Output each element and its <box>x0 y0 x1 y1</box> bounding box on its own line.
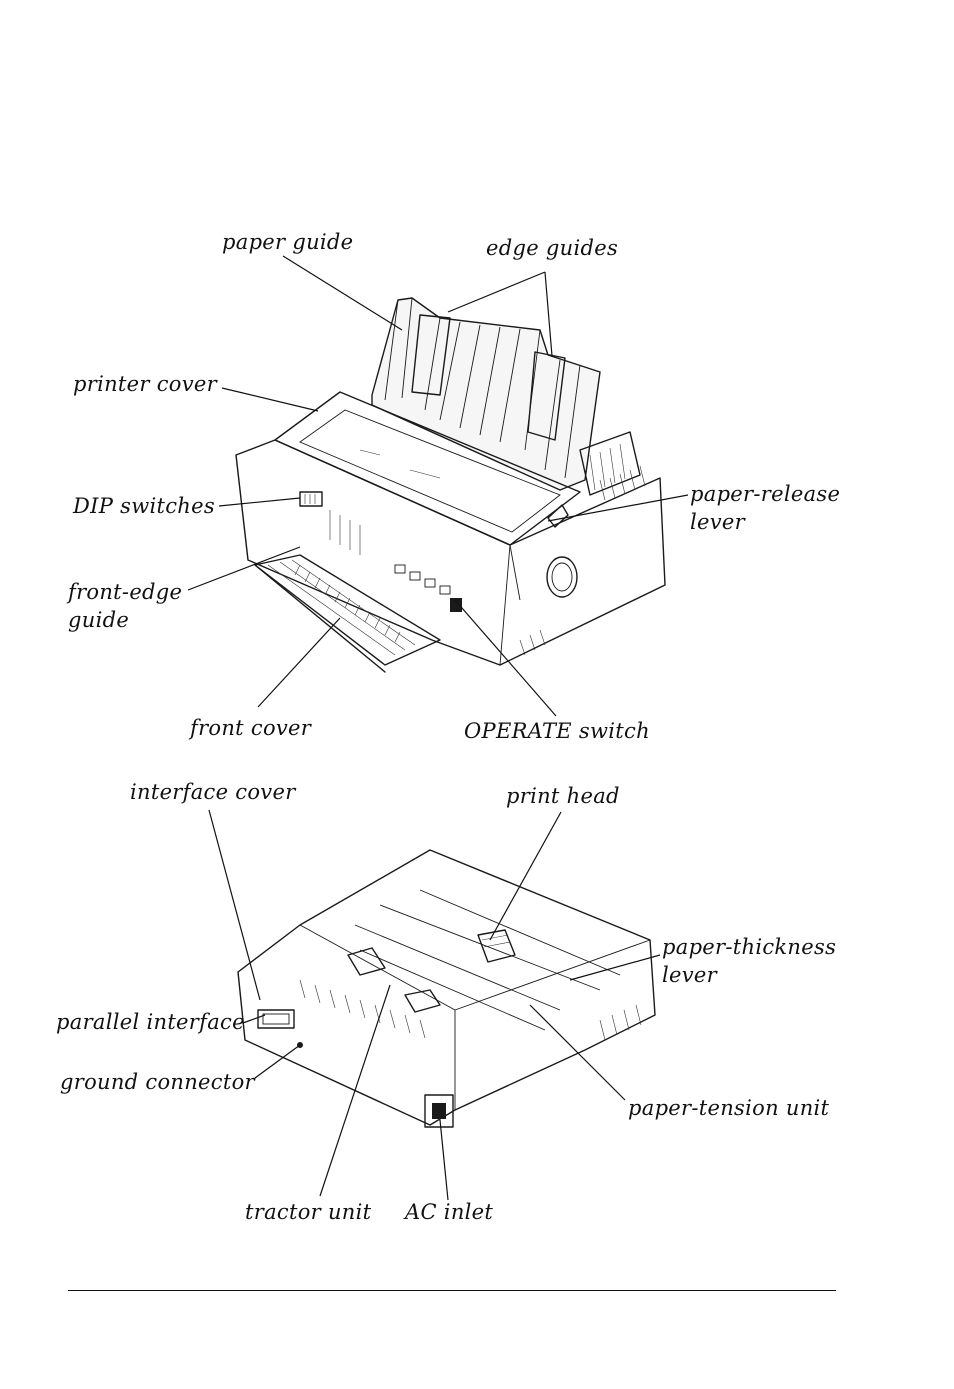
label-paper-release-lever: paper-release lever <box>690 482 840 534</box>
rear-view-printer <box>208 809 661 1201</box>
label-paper-thickness-line1: paper-thickness <box>662 935 837 959</box>
label-ground-connector: ground connector <box>60 1070 255 1094</box>
label-paper-release-line2: lever <box>690 510 745 534</box>
label-front-cover: front cover <box>190 716 312 740</box>
label-front-edge-line2: guide <box>68 608 130 632</box>
label-paper-thickness-line2: lever <box>662 963 717 987</box>
printer-body-drawing <box>235 439 666 666</box>
label-print-head: print head <box>506 784 620 808</box>
label-parallel-interface: parallel interface <box>56 1010 245 1034</box>
front-cover-drawing <box>254 554 441 673</box>
front-view-leaders <box>187 255 689 717</box>
label-paper-tension-unit: paper-tension unit <box>628 1096 830 1120</box>
label-paper-guide: paper guide <box>222 230 354 254</box>
label-operate-switch: OPERATE switch <box>464 719 650 743</box>
label-front-edge-line1: front-edge <box>68 580 183 604</box>
label-interface-cover: interface cover <box>130 780 296 804</box>
label-paper-thickness-lever: paper-thickness lever <box>662 935 836 987</box>
label-paper-release-line1: paper-release <box>690 482 841 506</box>
label-ac-inlet: AC inlet <box>405 1200 494 1224</box>
label-edge-guides: edge guides <box>486 236 619 260</box>
label-front-edge-guide: front-edge guide <box>68 580 182 632</box>
rear-view-leaders <box>208 809 661 1201</box>
footer-rule <box>68 1290 836 1291</box>
label-tractor-unit: tractor unit <box>245 1200 372 1224</box>
paper-guide-drawing <box>371 297 641 496</box>
label-dip-switches: DIP switches <box>73 494 215 518</box>
label-printer-cover: printer cover <box>73 372 217 396</box>
rear-body-drawing <box>237 849 656 1128</box>
front-view-printer <box>187 255 689 717</box>
